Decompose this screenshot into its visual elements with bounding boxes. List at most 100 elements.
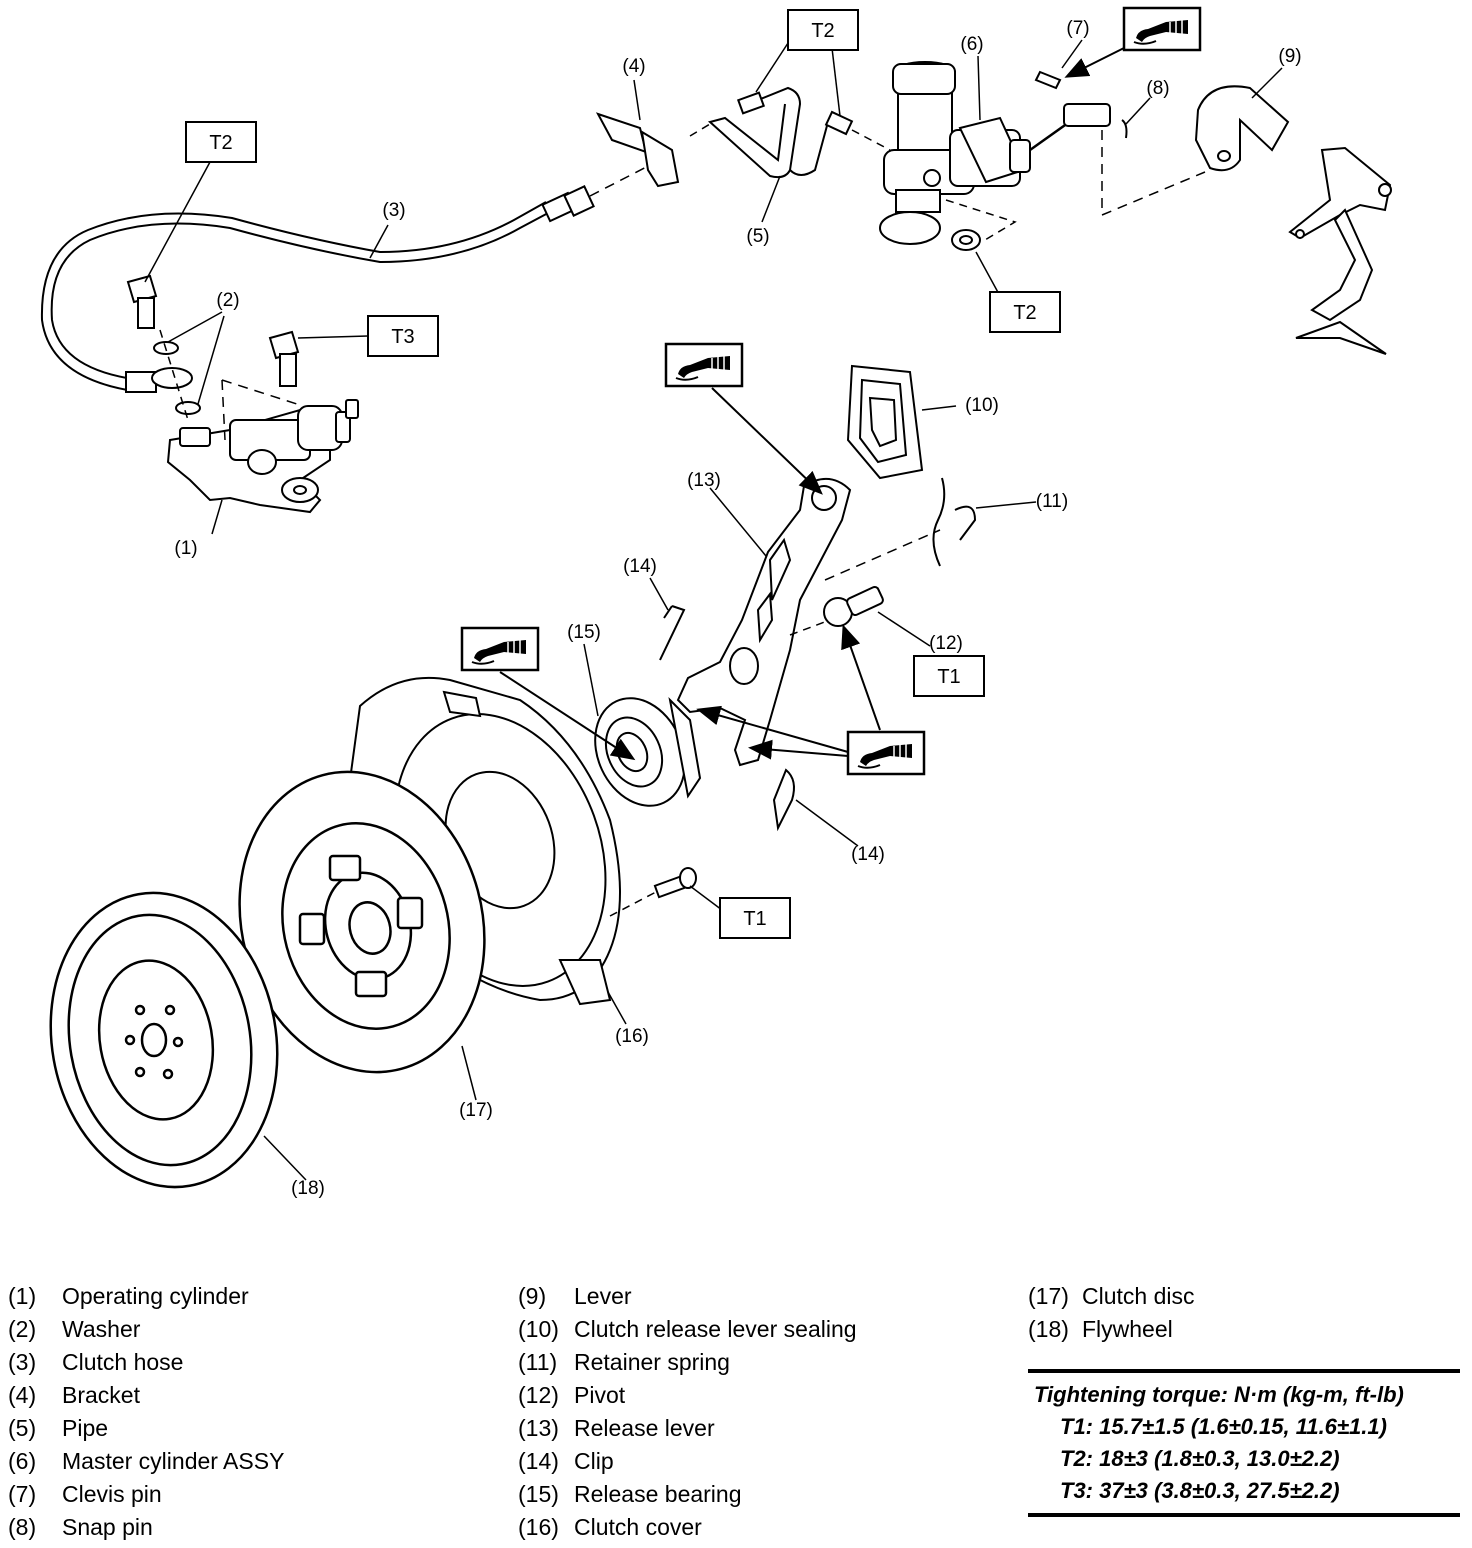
callout-1: (1): [174, 538, 197, 559]
retainer-spring: [932, 477, 977, 567]
bracket: [595, 112, 680, 188]
callout-5: (5): [746, 226, 769, 247]
legend-item-number: (16): [518, 1514, 559, 1540]
legend-item-name: Clevis pin: [62, 1481, 162, 1507]
flywheel: [49, 891, 279, 1189]
operating-cylinder: [166, 399, 359, 514]
callout-16: (16): [615, 1026, 649, 1047]
legend-item-number: (2): [8, 1316, 37, 1342]
svg-text:T2: T2: [209, 132, 232, 154]
legend-item-number: (15): [518, 1481, 559, 1507]
torque-spec-table: Tightening torque: N·m (kg-m, ft-lb) T1:…: [1028, 1369, 1460, 1517]
legend-item-name: Snap pin: [62, 1514, 153, 1540]
callout-12: (12): [929, 633, 963, 654]
callout-3: (3): [382, 200, 405, 221]
clutch-pedal: [1288, 146, 1392, 355]
pipe: [707, 86, 854, 179]
callout-10: (10): [965, 395, 999, 416]
svg-text:T3: T3: [391, 326, 414, 348]
legend-item: (11) Retainer spring: [518, 1346, 857, 1379]
legend-item: (8) Snap pin: [8, 1511, 284, 1544]
legend-item: (14) Clip: [518, 1445, 857, 1478]
callout-17: (17): [459, 1100, 493, 1121]
legend-item: (2)Washer: [8, 1313, 284, 1346]
legend-item-number: (12): [518, 1382, 559, 1408]
master-cylinder: [879, 61, 1031, 245]
legend-item-name: Release lever: [574, 1415, 715, 1441]
callout-2: (2): [216, 290, 239, 311]
svg-text:T1: T1: [937, 666, 960, 688]
snap-pin: [1121, 119, 1128, 139]
legend-item-name: Clip: [574, 1448, 614, 1474]
legend-item-number: (11): [518, 1349, 558, 1375]
callout-4: (4): [622, 56, 645, 77]
torque-t1: T1: 15.7±1.5 (1.6±0.15, 11.6±1.1): [1060, 1414, 1387, 1439]
legend-item-name: Clutch hose: [62, 1349, 184, 1375]
legend-item: (16) Clutch cover: [518, 1511, 857, 1544]
legend-item-name: Lever: [574, 1283, 632, 1309]
torque-box-t2-pipe: T2: [787, 9, 859, 51]
callout-labels: (1) (2) (3) (4) (5) (6) (7) (8) (9) (10)…: [174, 18, 1301, 1199]
legend-item: (9) Lever: [518, 1280, 857, 1313]
legend-item-number: (9): [518, 1283, 547, 1309]
torque-box-t2-nut: T2: [989, 291, 1061, 333]
legend-item-name: Release bearing: [574, 1481, 742, 1507]
grease-application-icon: [1122, 6, 1202, 52]
clutch-hose: [40, 185, 595, 393]
callout-15: (15): [567, 622, 601, 643]
lever: [1194, 85, 1290, 172]
legend-item: (10) Clutch release lever sealing: [518, 1313, 857, 1346]
master-cylinder-nut: [951, 229, 981, 251]
legend-item-name: Master cylinder ASSY: [62, 1448, 285, 1474]
legend-item-name: Clutch cover: [574, 1514, 702, 1540]
pivot: [823, 585, 884, 627]
cylinder-bolt: [268, 330, 300, 387]
legend-item-number: (13): [518, 1415, 559, 1441]
legend-item-number: (3): [8, 1349, 37, 1375]
legend-item-number: (8): [8, 1514, 37, 1540]
callout-13: (13): [687, 470, 721, 491]
legend-item: (1)Operating cylinder: [8, 1280, 284, 1313]
callout-8: (8): [1146, 78, 1169, 99]
legend-item: (18)Flywheel: [1028, 1313, 1194, 1346]
legend-item-number: (1): [8, 1283, 37, 1309]
legend-item-name: Pipe: [62, 1415, 109, 1441]
legend-item-name: Clutch disc: [1082, 1283, 1195, 1309]
svg-text:T2: T2: [811, 20, 834, 42]
legend-item: (7) Clevis pin: [8, 1478, 284, 1511]
clip-lower: [772, 768, 795, 832]
legend-item-number: (17): [1028, 1283, 1069, 1309]
legend-column-1: (1)Operating cylinder(2)Washer (3) Clutch …: [8, 1280, 284, 1544]
legend-column-2: (9) Lever (10) Clutch release lever sealing…: [518, 1280, 857, 1544]
torque-box-t2-hose: T2: [185, 121, 257, 163]
clevis-pin: [1034, 70, 1111, 127]
clip-upper: [659, 605, 686, 661]
legend-column-3: (17) Clutch disc (18)Flywheel: [1028, 1280, 1194, 1346]
callout-9: (9): [1278, 46, 1301, 67]
release-lever-sealing: [846, 364, 924, 480]
hose-bolt: [126, 274, 201, 415]
legend-item-number: (18): [1028, 1316, 1069, 1342]
grease-application-icon: [846, 730, 926, 776]
grease-application-icon: [664, 342, 744, 388]
legend-item-number: (6): [8, 1448, 37, 1474]
callout-11: (11): [1036, 491, 1068, 512]
torque-box-t1-pivot: T1: [913, 655, 985, 697]
legend-item: (4)Bracket: [8, 1379, 284, 1412]
svg-text:T2: T2: [1013, 302, 1036, 324]
legend-item-name: Pivot: [574, 1382, 626, 1408]
legend-item-number: (10): [518, 1316, 559, 1342]
legend-item: (5)Pipe: [8, 1412, 284, 1445]
legend-item-number: (7): [8, 1481, 37, 1507]
legend-item-name: Clutch release lever sealing: [574, 1316, 857, 1342]
legend-item: (12) Pivot: [518, 1379, 857, 1412]
cover-bolt: [653, 867, 697, 899]
legend-item: (17) Clutch disc: [1028, 1280, 1194, 1313]
legend-item-name: Retainer spring: [574, 1349, 730, 1375]
torque-box-t1-cover: T1: [719, 897, 791, 939]
clutch-disc: [238, 770, 486, 1074]
clutch-exploded-diagram: T2 T3 T2 T2 T1 T1 (1) (2) (3) (4) (5) (6…: [40, 6, 1392, 1199]
callout-7: (7): [1066, 18, 1089, 39]
torque-heading: Tightening torque: N·m (kg-m, ft-lb): [1034, 1382, 1404, 1407]
legend-item-number: (14): [518, 1448, 559, 1474]
